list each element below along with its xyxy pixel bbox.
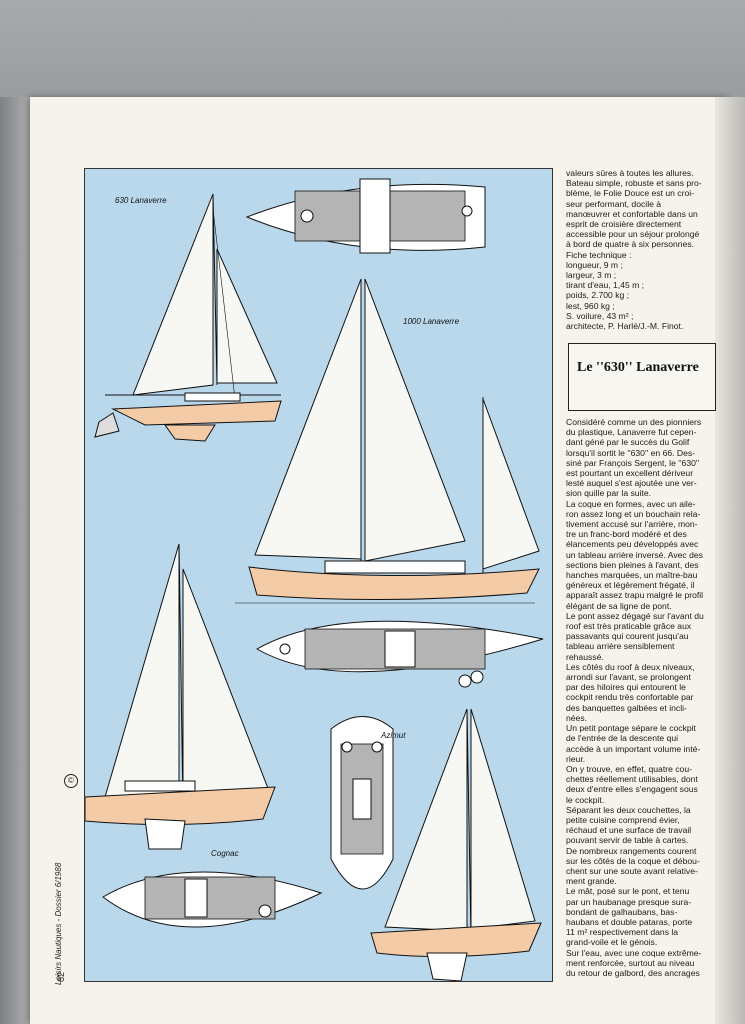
article-line: On y trouve, en effet, quatre cou-	[566, 763, 692, 774]
spec-line: architecte, P. Harlé/J.-M. Finot.	[566, 321, 684, 332]
article-line: cockpit rendu très confortable par	[566, 692, 694, 703]
article-line: ment grande.	[566, 876, 617, 887]
article-line: roof est très praticable grâce aux	[566, 621, 692, 632]
article-line: réchaud et une surface de travail	[566, 825, 692, 836]
side-credit: Loisirs Nautiques - Dossier 6/1988	[54, 862, 63, 985]
article-line: Sur l'eau, avec une coque extrême-	[566, 947, 702, 958]
article-line: pouvant servir de table à cartes.	[566, 835, 689, 846]
boat-cognac-deck-plan	[102, 871, 323, 928]
article-line: par des hiloires qui entourent le	[566, 682, 686, 693]
boat-drawings-svg	[85, 178, 544, 981]
article-line: rehaussé.	[566, 651, 604, 662]
article-line: accède à un important volume inté-	[566, 743, 701, 754]
boat-1000-deck-plan	[255, 620, 544, 688]
article-line: généreux et légèrement frégaté, il	[566, 580, 695, 591]
article-line: grand-voile et le génois.	[566, 937, 658, 948]
article-line: apparaît assez trapu malgré le profil	[566, 590, 704, 601]
article-line: ron assez long et un bouchain rela-	[566, 508, 701, 519]
article-line: chettes réellement utilisables, dont	[566, 774, 698, 785]
spec-line: S. voilure, 43 m² ;	[566, 310, 634, 321]
spec-line: poids, 2.700 kg ;	[566, 290, 630, 301]
copyright-symbol: ©	[64, 774, 78, 788]
article-line: Le mât, posé sur le pont, et tenu	[566, 886, 690, 897]
article-line: De nombreux rangements courent	[566, 845, 697, 856]
article-line: petite cuisine comprend évier,	[566, 814, 680, 825]
article-line: du retour de galbord, des ancrages	[566, 967, 700, 978]
page-gutter-shadow	[715, 97, 745, 1024]
article-line: tre un franc-bord modéré et des	[566, 529, 687, 540]
article-line: haubans et double pataras, porte	[566, 916, 693, 927]
text-line: seur performant, docile à	[566, 198, 662, 209]
article-line: élancements peu développés avec	[566, 539, 699, 550]
article-line: de l'entrée de la descente qui	[566, 733, 679, 744]
article-line: dant géné par le succès du Golif	[566, 437, 690, 448]
article-line: rieur.	[566, 753, 586, 764]
article-line: hanches marquées, un maître-bau	[566, 570, 698, 581]
boat-drawings-panel: 630 Lanaverre 1000 Lanaverre Azimut Cogn…	[84, 168, 553, 982]
spec-line: Fiche technique :	[566, 249, 632, 260]
article-line: élégant de sa ligne de pont.	[566, 600, 672, 611]
scanner-backdrop-top	[0, 0, 745, 97]
article-line: nées.	[566, 712, 588, 723]
page-number: 82	[56, 972, 66, 983]
text-line: esprit de croisière directement	[566, 219, 682, 230]
boat-630-deck-plan	[245, 178, 486, 254]
article-line: tivement accusé sur l'arrière, mon-	[566, 519, 698, 530]
article-line: un tableau arrière inversé. Avec des	[566, 549, 703, 560]
article-line: passavants qui courent jusqu'au	[566, 631, 689, 642]
article-title: Le ''630'' Lanaverre	[577, 360, 699, 375]
article-line: sion quille par la suite.	[566, 488, 652, 499]
text-line: accessible pour un séjour prolongé	[566, 229, 700, 240]
text-line: Bateau simple, robuste et sans pro-	[566, 178, 702, 189]
text-line: manœuvrer et confortable dans un	[566, 208, 698, 219]
boat-azimut-profile	[370, 708, 542, 981]
spec-line: tirant d'eau, 1,45 m ;	[566, 280, 645, 291]
article-line: du plastique, Lanaverre fut cepen-	[566, 427, 697, 438]
article-line: sur les côtés de la coque et débou-	[566, 855, 700, 866]
article-line: des banquettes galbées et incli-	[566, 702, 687, 713]
article-line: 11 m² respectivement dans la	[566, 927, 679, 938]
scanner-backdrop-left	[0, 97, 30, 1024]
article-line: siné par François Sergent, le ''630''	[566, 457, 700, 468]
article-line: ment renforcée, surtout au niveau	[566, 957, 695, 968]
column-top-text: valeurs sûres à toutes les allures. Bate…	[566, 168, 716, 331]
boat-630-profile	[94, 193, 282, 442]
article-line: Séparant les deux couchettes, la	[566, 804, 691, 815]
spec-line: longueur, 9 m ;	[566, 259, 623, 270]
text-line: blème, le Folie Douce est un croi-	[566, 188, 695, 199]
text-line: valeurs sûres à toutes les allures.	[566, 168, 694, 178]
article-line: lesté auquel s'est ajoutée une ver-	[566, 478, 697, 489]
article-line: lorsqu'il sortit le ''630'' en 66. Des-	[566, 447, 696, 458]
article-line: Un petit pontage sépare le cockpit	[566, 723, 696, 734]
boat-azimut-deck-plan	[330, 716, 394, 890]
spec-line: lest, 960 kg ;	[566, 300, 615, 311]
article-line: Considéré comme un des pionniers	[566, 417, 702, 427]
article-line: arrondi sur l'avant, se prolongent	[566, 672, 691, 683]
article-line: sections bien pleines à l'avant, des	[566, 559, 699, 570]
label-cognac: Cognac	[211, 849, 239, 858]
spec-line: largeur, 3 m ;	[566, 270, 617, 281]
article-line: Le pont assez dégagé sur l'avant du	[566, 610, 704, 621]
text-line: à bord de quatre à six personnes.	[566, 239, 695, 250]
article-title-box: Le ''630'' Lanaverre	[568, 343, 716, 411]
article-line: chent sur une soute avant relative-	[566, 865, 698, 876]
article-line: tableau arrière sensiblement	[566, 641, 675, 652]
article-line: est pourtant un excellent dériveur	[566, 468, 694, 479]
boat-cognac-profile	[85, 543, 276, 850]
label-azimut: Azimut	[381, 731, 406, 740]
article-line: deux d'entre elles s'engagent sous	[566, 784, 698, 795]
article-line: bondant de galhaubans, bas-	[566, 906, 678, 917]
article-line: Les côtés du roof à deux niveaux,	[566, 661, 695, 672]
label-1000: 1000 Lanaverre	[403, 317, 460, 326]
boat-1000-profile	[235, 278, 540, 604]
article-line: par un haubanage presque sura-	[566, 896, 692, 907]
article-line: le cockpit.	[566, 794, 605, 805]
article-line: La coque en formes, avec un aile-	[566, 498, 696, 509]
label-630: 630 Lanaverre	[115, 196, 167, 205]
